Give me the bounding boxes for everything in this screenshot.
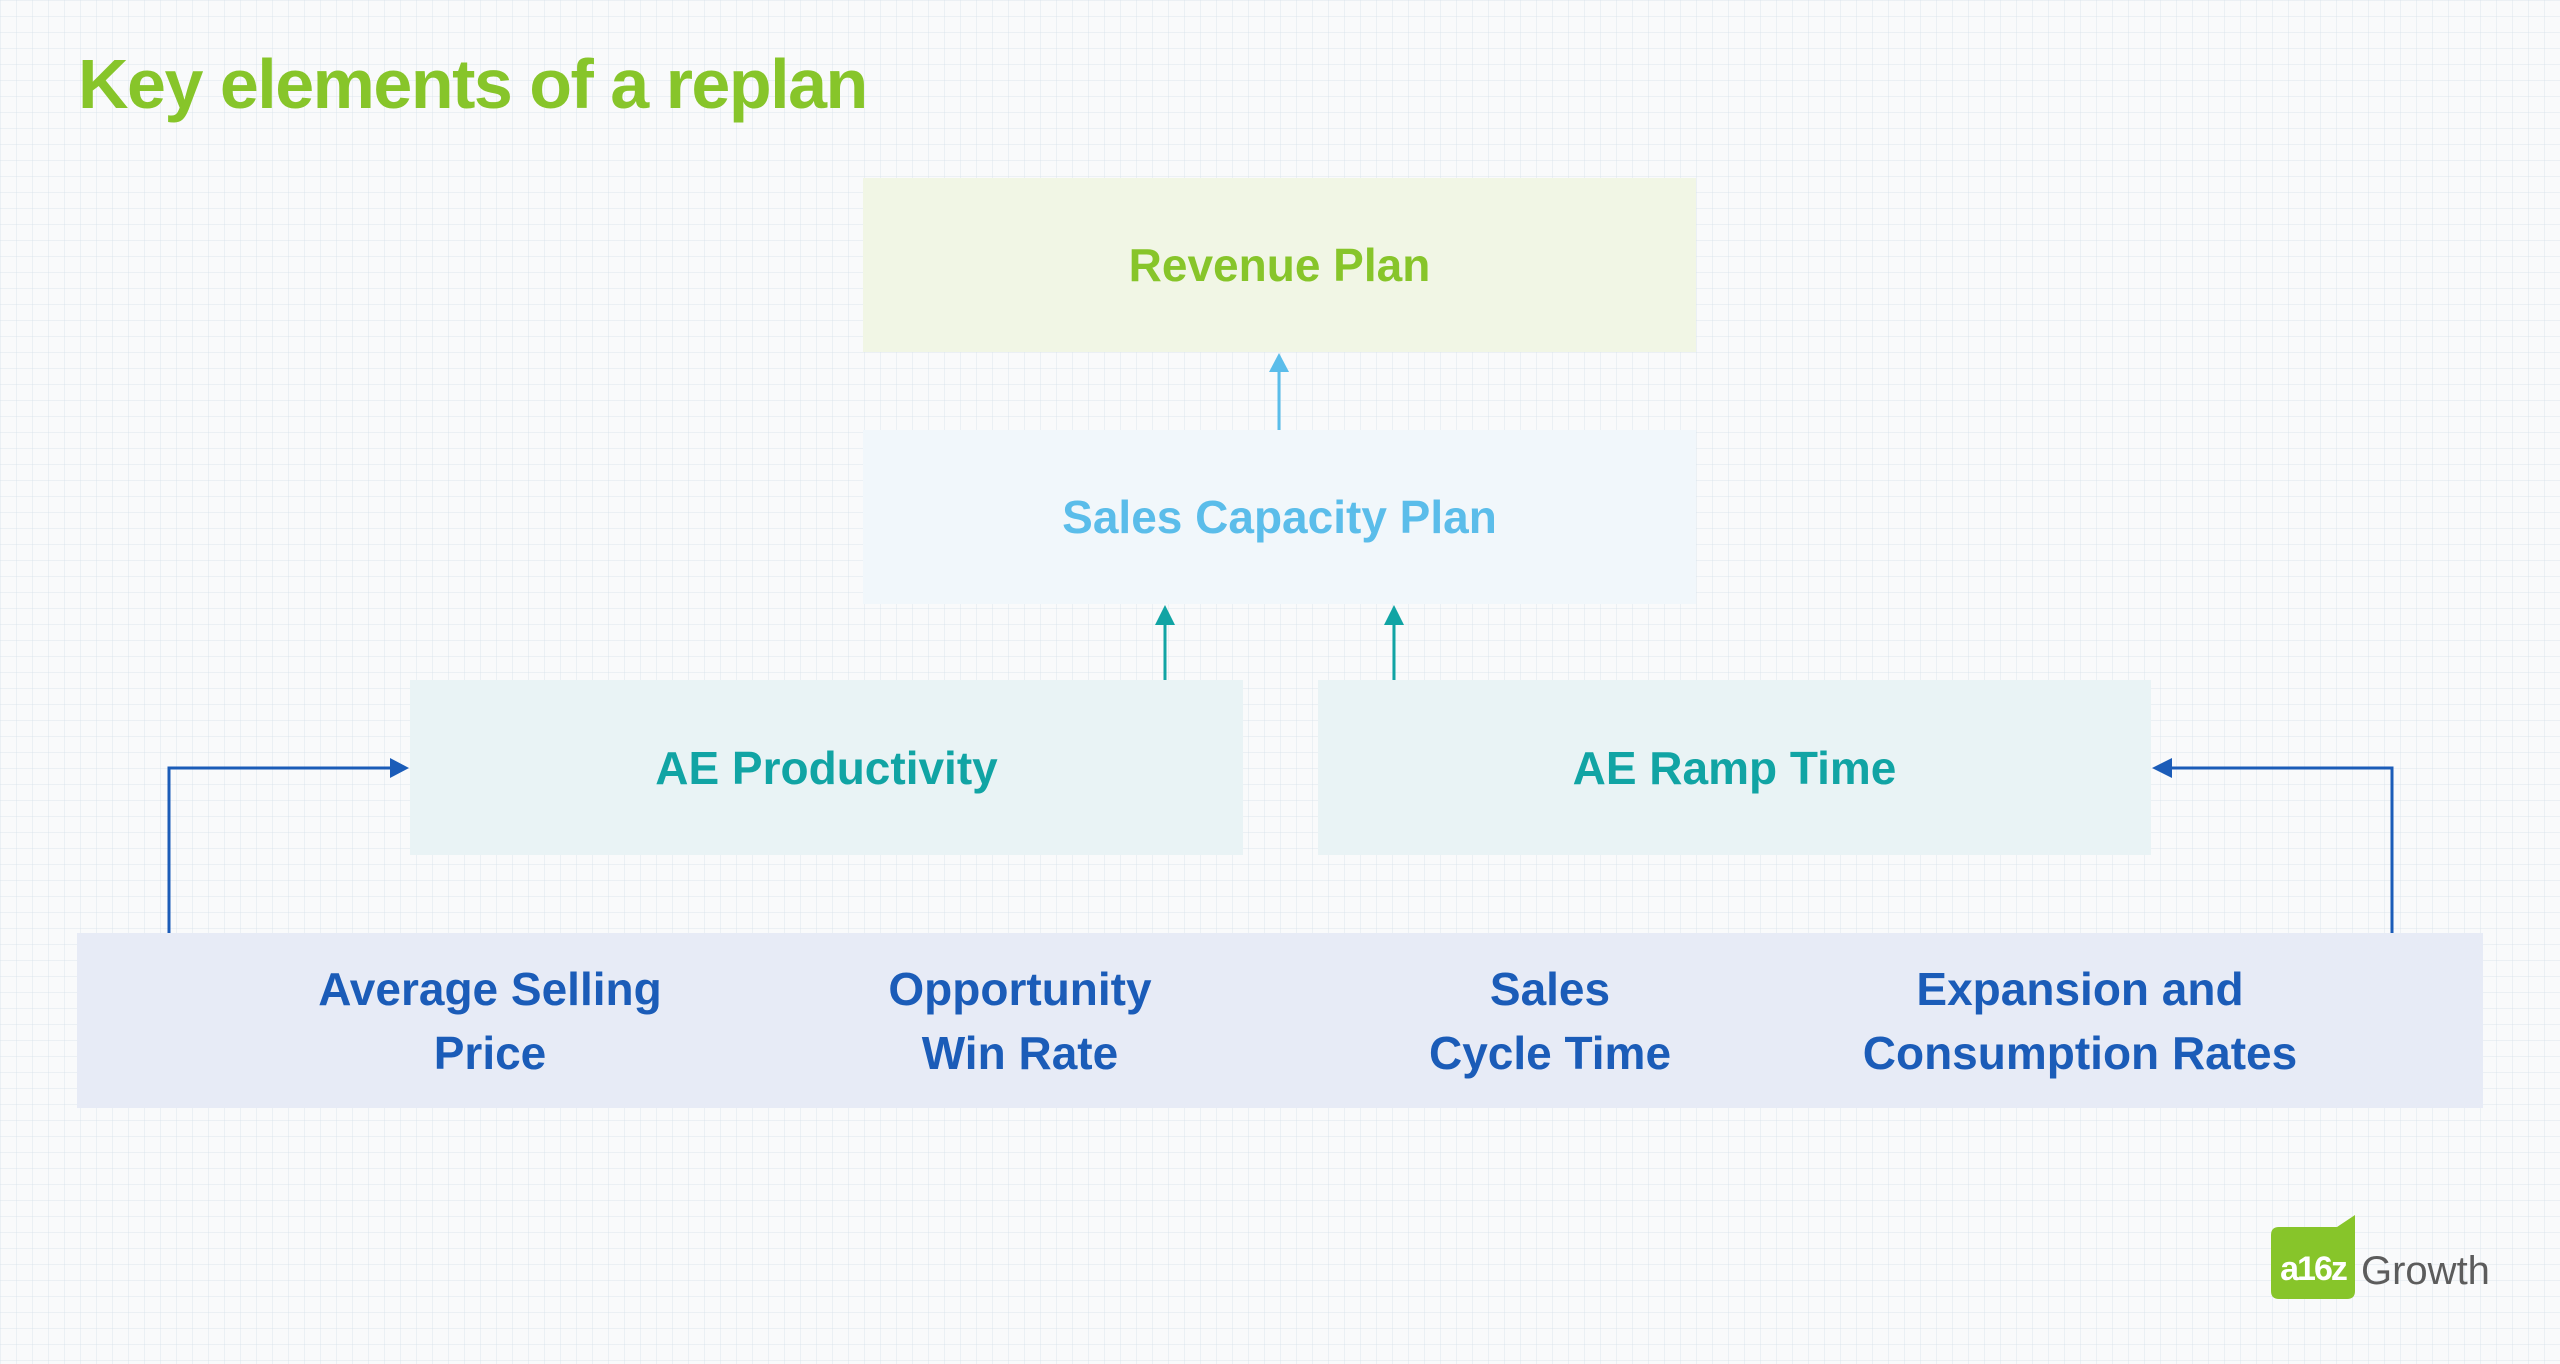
arrow-capacity-to-revenue [1269, 353, 1289, 430]
sales-capacity-plan-box: Sales Capacity Plan [863, 430, 1696, 604]
ae-productivity-label: AE Productivity [655, 741, 998, 794]
driver-label: Opportunity Win Rate [888, 962, 1152, 1079]
driver-expansion-consumption-rates: Expansion and Consumption Rates [1830, 933, 2330, 1108]
arrow-drivers-to-ramp [2152, 758, 2394, 933]
driver-label: Sales Cycle Time [1428, 962, 1672, 1079]
revenue-plan-label: Revenue Plan [1128, 239, 1431, 291]
driver-label: Average Selling Price [318, 962, 662, 1079]
ae-ramp-time-label: AE Ramp Time [1572, 741, 1897, 794]
ae-ramp-time-box: AE Ramp Time [1318, 680, 2151, 855]
revenue-plan-box: Revenue Plan [863, 178, 1696, 352]
brand-logo-group: a16z Growth [2271, 1215, 2490, 1299]
a16z-logo-text: a16z [2280, 1250, 2348, 1288]
driver-opportunity-win-rate: Opportunity Win Rate [770, 933, 1270, 1108]
a16z-logo-shape [2271, 1215, 2355, 1299]
a16z-logo: a16z [2271, 1215, 2355, 1299]
ae-productivity-box: AE Productivity [410, 680, 1243, 855]
arrow-drivers-to-productivity [167, 758, 409, 933]
drivers-band: Average Selling Price Opportunity Win Ra… [77, 933, 2483, 1108]
sales-capacity-plan-label: Sales Capacity Plan [1062, 491, 1497, 543]
arrow-productivity-to-capacity [1155, 605, 1175, 680]
driver-sales-cycle-time: Sales Cycle Time [1300, 933, 1800, 1108]
page-title: Key elements of a replan [78, 45, 868, 123]
arrow-ramp-to-capacity [1384, 605, 1404, 680]
brand-growth-text: Growth [2361, 1249, 2490, 1293]
driver-average-selling-price: Average Selling Price [240, 933, 740, 1108]
driver-label: Expansion and Consumption Rates [1862, 962, 2298, 1079]
